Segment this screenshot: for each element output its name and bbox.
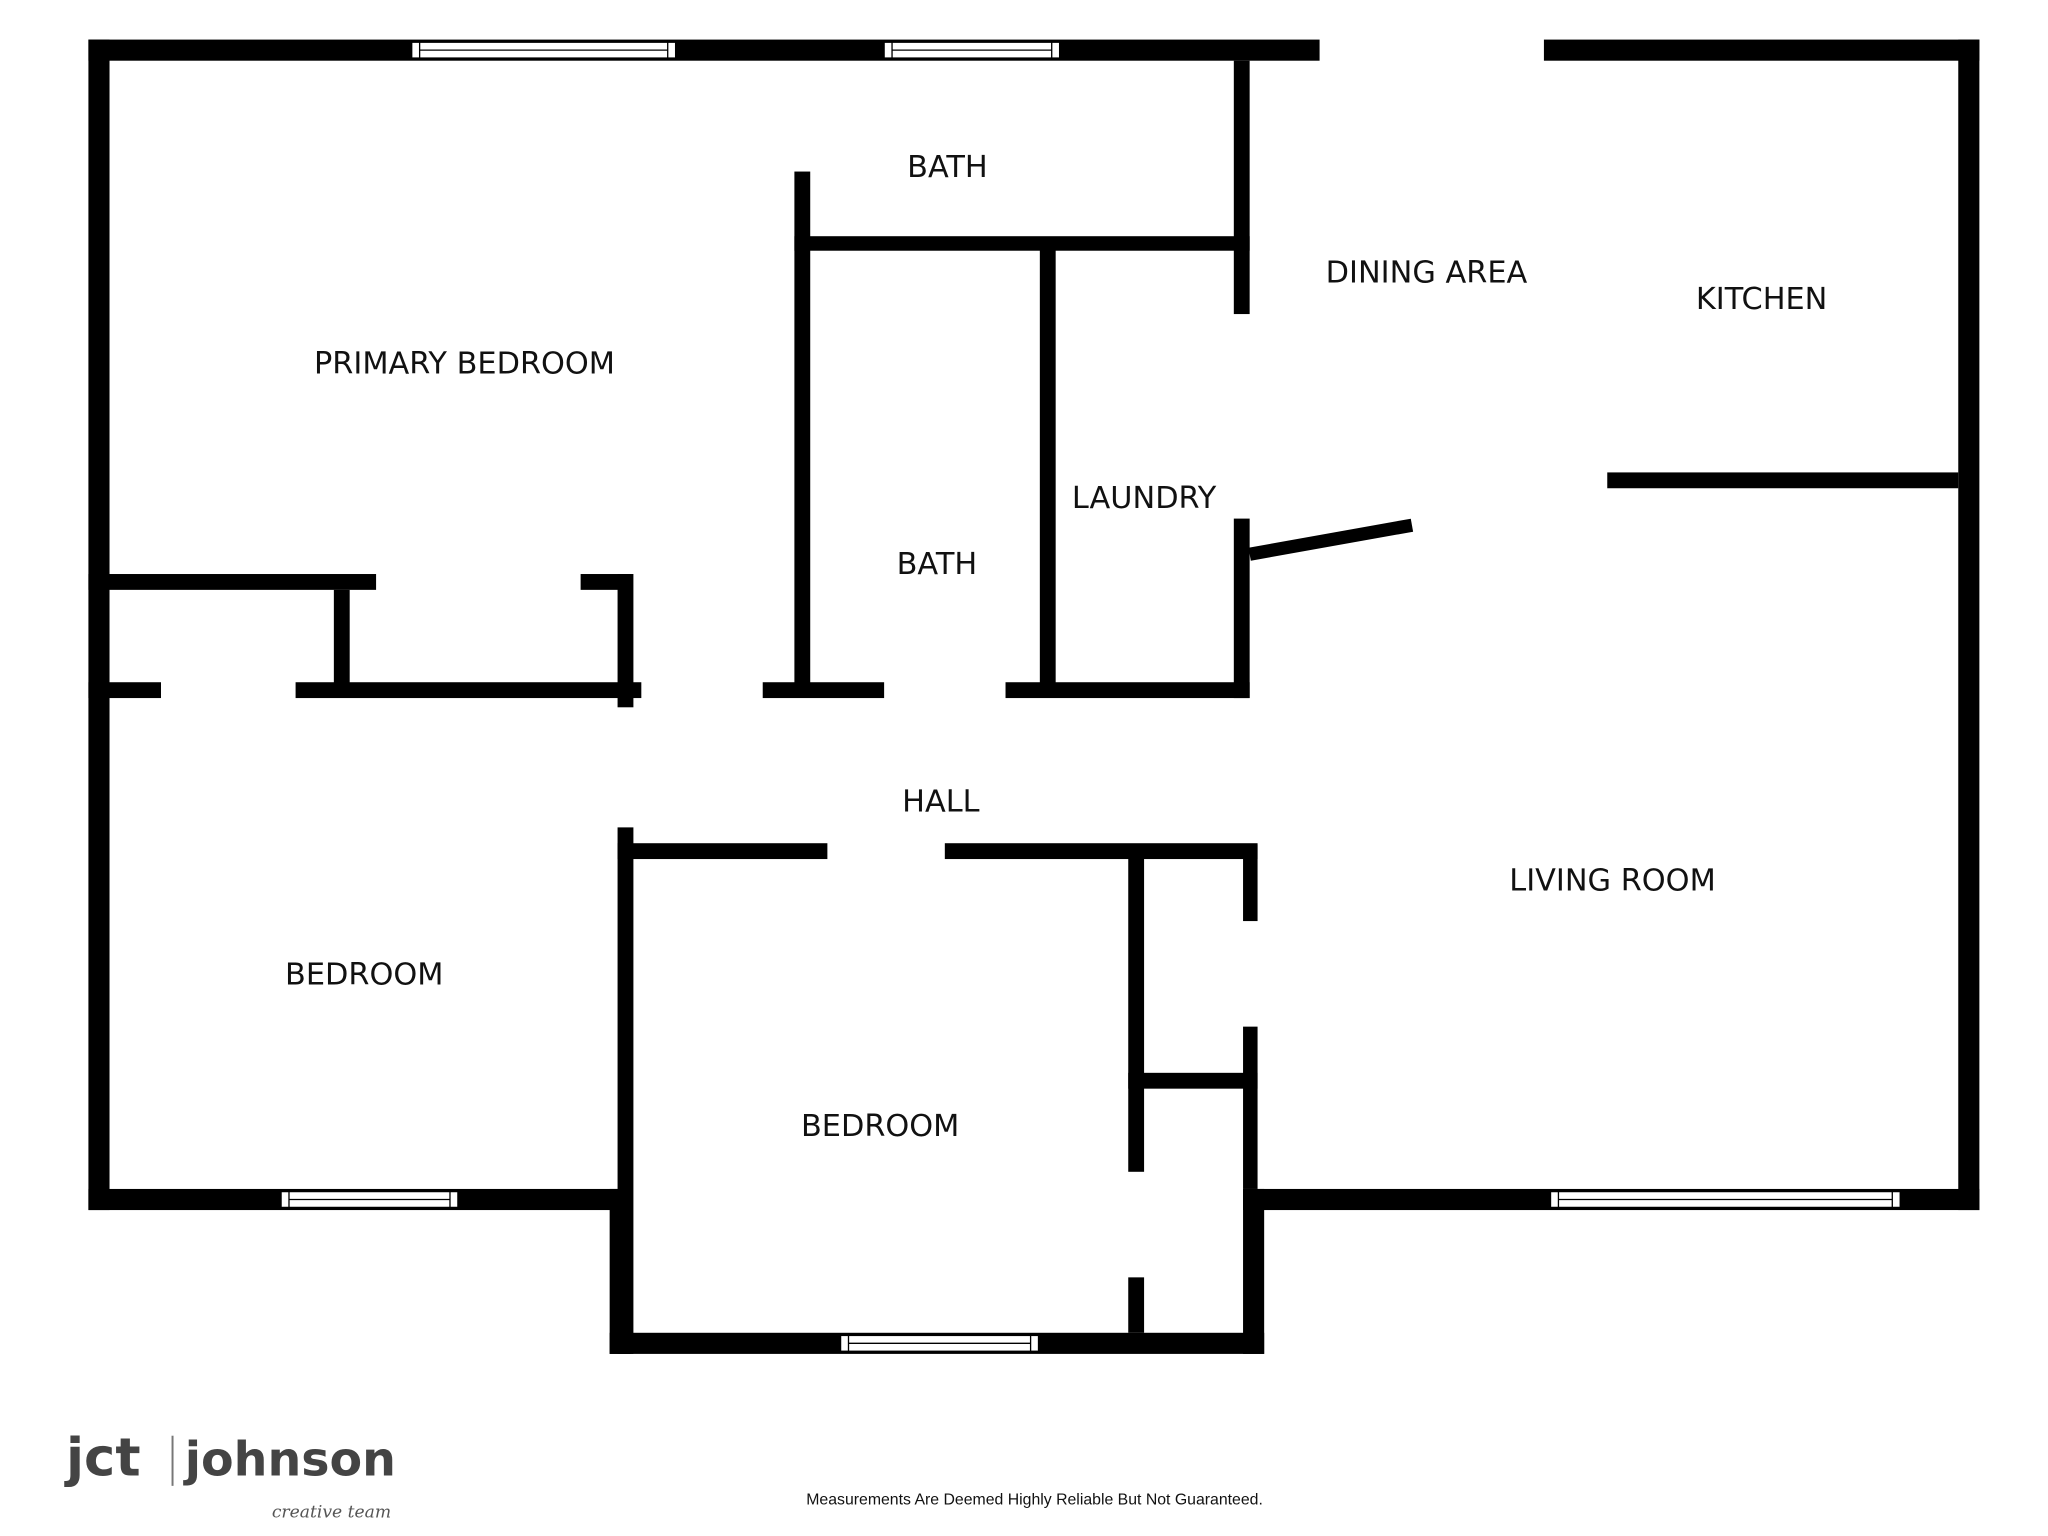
room-label-living: LIVING ROOM — [1509, 864, 1715, 899]
wall — [1005, 682, 1250, 699]
wall — [1243, 1188, 1265, 1354]
wall — [794, 171, 811, 689]
wall — [1607, 472, 1959, 489]
wall — [617, 827, 634, 1354]
room-label-bedroom-center: BEDROOM — [801, 1109, 959, 1144]
wall — [88, 574, 377, 590]
wall — [88, 39, 1320, 61]
wall — [1128, 1072, 1258, 1089]
wall — [333, 589, 350, 691]
windows — [280, 41, 1901, 1352]
window — [839, 1334, 1040, 1352]
logo-tagline: creative team — [272, 1503, 391, 1523]
wall — [1039, 244, 1056, 689]
disclaimer: Measurements Are Deemed Highly Reliable … — [806, 1491, 1263, 1508]
window — [411, 41, 677, 59]
wall — [762, 682, 885, 699]
wall — [617, 574, 634, 708]
wall — [944, 843, 1258, 860]
wall — [1233, 518, 1250, 699]
wall — [1543, 39, 1980, 61]
room-label-bath: BATH — [897, 547, 978, 582]
wall — [794, 236, 1250, 251]
room-label-hall: HALL — [902, 785, 979, 820]
wall — [617, 843, 828, 860]
window — [280, 1190, 459, 1209]
wall — [88, 39, 110, 1211]
room-label-bedroom-left: BEDROOM — [285, 957, 443, 992]
walls — [88, 39, 1980, 1354]
wall — [1233, 60, 1250, 315]
window — [883, 41, 1061, 59]
room-label-laundry: LAUNDRY — [1072, 481, 1217, 516]
room-label-kitchen: KITCHEN — [1696, 282, 1827, 317]
room-label-bath-top: BATH — [907, 150, 988, 185]
logo-divider — [171, 1435, 174, 1486]
door-swing — [1248, 518, 1414, 561]
wall — [1128, 853, 1145, 1172]
room-label-dining: DINING AREA — [1326, 255, 1528, 290]
wall — [1958, 39, 1980, 1211]
wall — [88, 682, 161, 699]
logo-johnson: johnson — [183, 1432, 396, 1487]
window — [1549, 1190, 1901, 1209]
logo-jct: jct — [64, 1427, 141, 1488]
wall — [295, 682, 642, 699]
wall — [1128, 1277, 1145, 1333]
logo: jct johnson creative team — [64, 1427, 396, 1522]
room-label-primary-bedroom: PRIMARY BEDROOM — [314, 346, 615, 381]
wall — [1243, 1026, 1258, 1189]
wall — [1243, 844, 1258, 922]
